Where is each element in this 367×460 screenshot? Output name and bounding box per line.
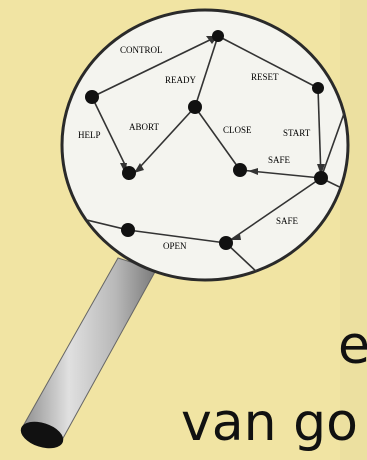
graph-node [312, 82, 324, 94]
graph-node [314, 171, 328, 185]
label-start: START [283, 128, 311, 138]
graph-node [85, 90, 99, 104]
background-band [340, 0, 367, 460]
label-reset: RESET [251, 72, 279, 82]
graph-node [219, 236, 233, 250]
label-control: CONTROL [120, 45, 163, 55]
graph-node [121, 223, 135, 237]
label-safe-top: SAFE [268, 155, 291, 165]
label-safe-bottom: SAFE [276, 216, 299, 226]
heading-fragment-van-go: van go [181, 393, 358, 453]
graph-node [122, 166, 136, 180]
magnifier-handle [17, 258, 156, 453]
graph-node [233, 163, 247, 177]
label-help: HELP [78, 130, 101, 140]
label-open: OPEN [163, 241, 187, 251]
label-abort: ABORT [129, 122, 159, 132]
graph-node [188, 100, 202, 114]
label-close: CLOSE [223, 125, 252, 135]
heading-fragment-e: e [338, 316, 367, 376]
graph-node [212, 30, 224, 42]
label-ready: READY [165, 75, 196, 85]
